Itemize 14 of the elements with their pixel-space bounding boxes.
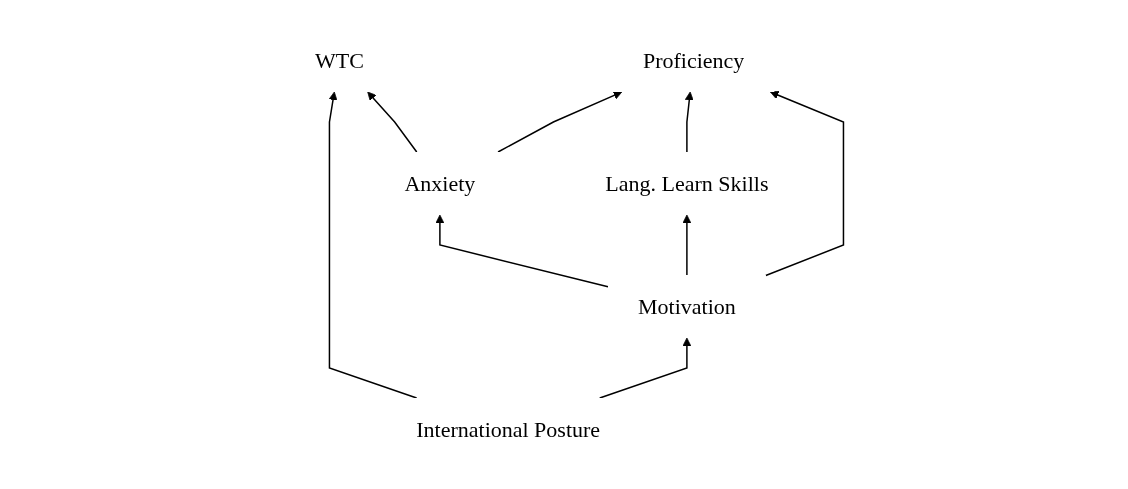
arrow (367, 91, 418, 153)
node-text: Anxiety (404, 170, 476, 196)
arrow (764, 90, 844, 276)
arrow (328, 91, 418, 399)
node-text: International Posture (415, 416, 600, 442)
arrow (497, 90, 622, 153)
node-text: Proficiency (642, 47, 745, 73)
arrow (682, 214, 692, 276)
arrow (435, 214, 609, 288)
node-text: WTC (314, 47, 364, 73)
arrow (598, 337, 692, 399)
node-text: Lang. Learn Skills (605, 170, 769, 196)
arrow (684, 91, 694, 153)
node-text: Motivation (637, 293, 736, 319)
